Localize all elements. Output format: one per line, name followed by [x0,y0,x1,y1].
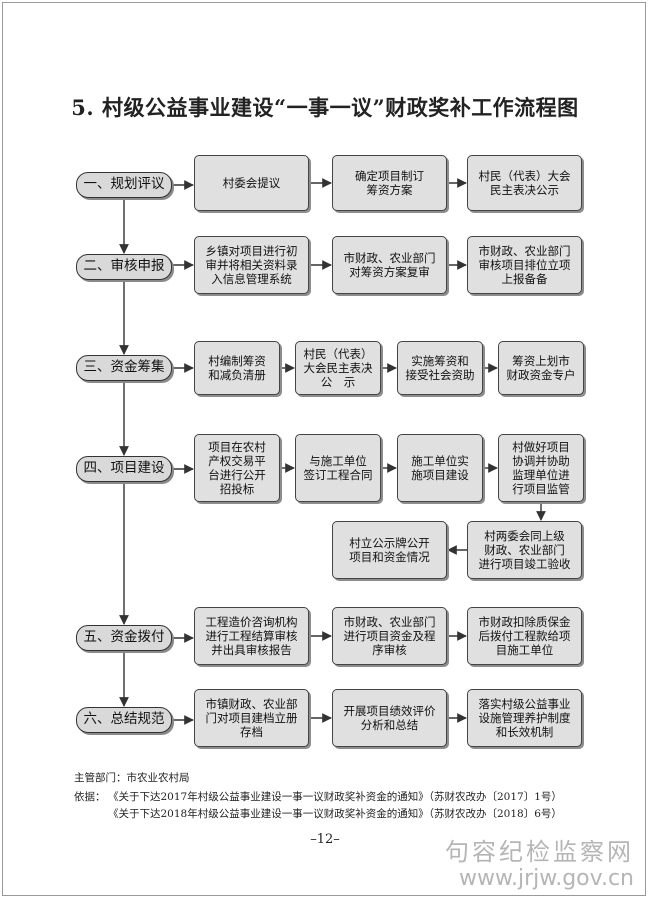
footer-basis-2: 《关于下达2018年村级公益事业建设一事一议财政奖补资金的通知》（苏财农改办〔2… [108,808,562,820]
step-performance-evaluation: 开展项目绩效评价 分析和总结 [332,689,447,747]
step-construction: 施工单位实 施项目建设 [397,434,483,502]
stage-funding: 三、资金筹集 [76,355,172,381]
step-maintenance-mechanism: 落实村级公益事业 设施管理养护制度 和长效机制 [467,689,582,747]
watermark-line-2: www.jrjw.gov.cn [459,866,634,891]
watermark-line-1: 句容纪检监察网 [445,838,634,866]
footer-basis-label: 依据： [74,791,106,803]
stage-construction: 四、项目建设 [76,456,172,482]
stage-summary: 六、总结规范 [76,707,172,733]
watermark: 句容纪检监察网 www.jrjw.gov.cn [445,838,634,892]
step-coordinate-supervision: 村做好项目 协调并协助 监理单位进 行项目监管 [498,434,584,502]
footer-basis-1: 《关于下达2017年村级公益事业建设一事一议财政奖补资金的通知》（苏财农改办〔2… [108,791,562,803]
stage-payment: 五、资金拨付 [76,625,172,651]
stage-review: 二、审核申报 [76,254,172,280]
step-village-committee-proposal: 村委会提议 [194,155,309,211]
step-completion-acceptance: 村两委会同上级 财政、农业部门 进行项目竣工验收 [467,521,582,579]
step-city-approve-ranking: 市财政、农业部门 审核项目排位立项 上报备备 [467,236,582,294]
page-number: –12– [310,832,340,847]
step-town-preliminary-review: 乡镇对项目进行初 审并将相关资料录 入信息管理系统 [194,236,309,294]
step-transfer-to-account: 筹资上划市 财政资金专户 [498,341,584,395]
footer-dept: 主管部门：市农业农村局 [74,772,190,784]
step-funds-procedure-review: 市财政、农业部门 进行项目资金及程 序审核 [332,607,447,665]
step-archive-project: 市镇财政、农业部 门对项目建档立册 存档 [194,689,309,747]
step-sign-contract: 与施工单位 签订工程合同 [295,434,381,502]
step-settlement-audit: 工程造价咨询机构 进行工程结算审核 并出具审核报告 [194,607,309,665]
stage-planning: 一、规划评议 [76,172,172,198]
page-title: 5. 村级公益事业建设“一事一议”财政奖补工作流程图 [71,95,579,120]
step-villagers-vote: 村民（代表）大会 民主表决公示 [467,155,582,211]
step-public-bidding: 项目在农村 产权交易平 台进行公开 招投标 [194,434,280,502]
step-villagers-vote-publicize: 村民（代表） 大会民主表决 公 示 [295,341,381,395]
step-city-recheck: 市财政、农业部门 对筹资方案复审 [332,236,447,294]
step-define-project-plan: 确定项目制订 筹资方案 [332,155,447,211]
step-pay-contractor: 市财政扣除质保金 后拨付工程款给项 目施工单位 [467,607,582,665]
step-implement-funding: 实施筹资和 接受社会资助 [397,341,483,395]
step-compile-funding-list: 村编制筹资 和减负清册 [194,341,280,395]
step-publicize-board: 村立公示牌公开 项目和资金情况 [332,521,447,579]
